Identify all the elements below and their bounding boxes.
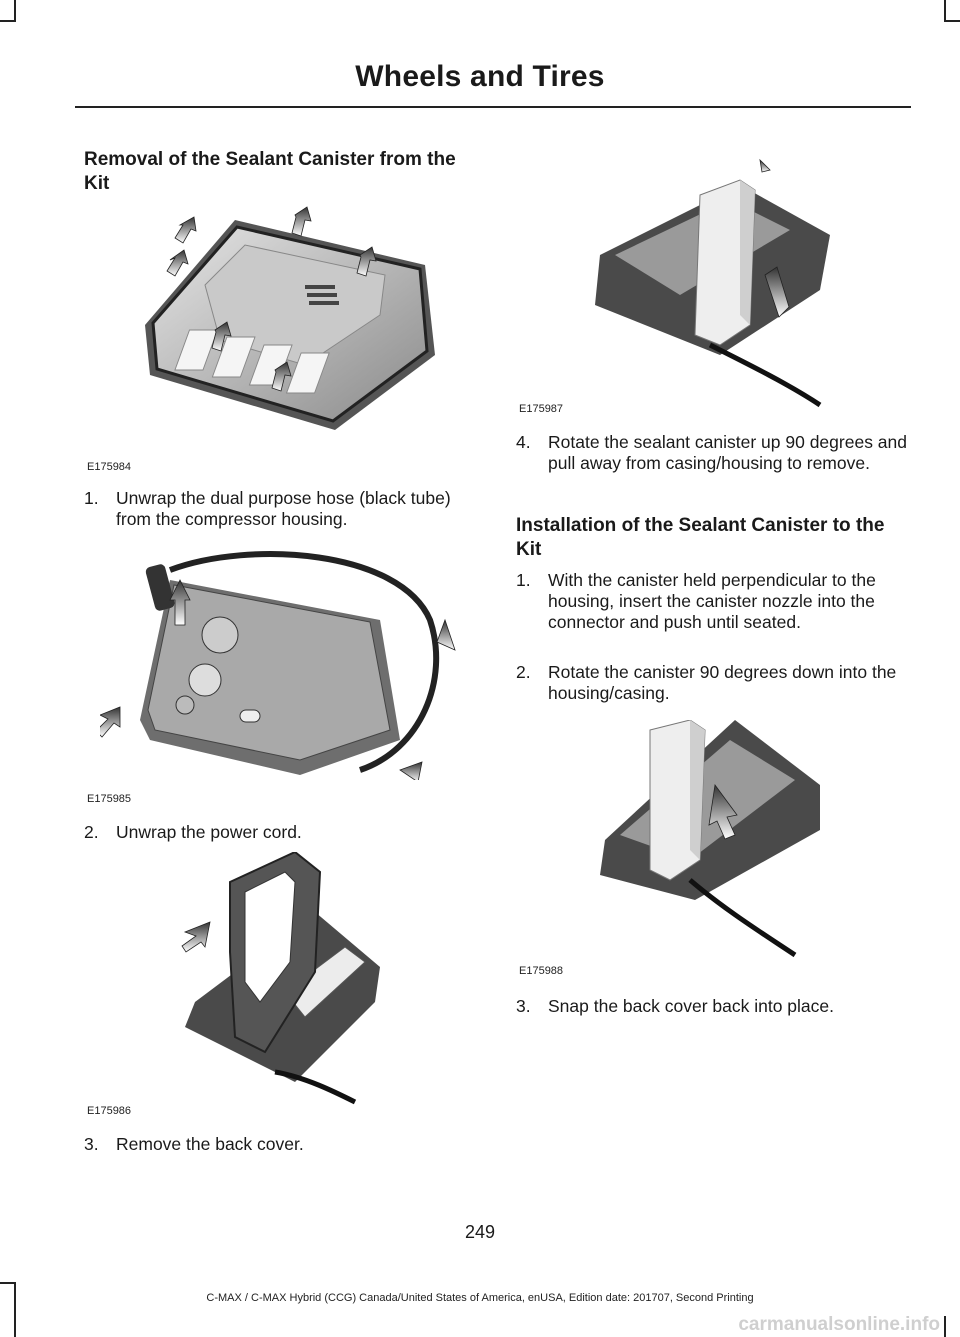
- crop-mark-top-left-h: [0, 20, 16, 22]
- step-number: 2.: [84, 822, 99, 842]
- installation-step-3: 3. Snap the back cover back into place.: [516, 996, 911, 1017]
- crop-mark-top-right-h: [944, 20, 960, 22]
- step-number: 3.: [84, 1134, 99, 1154]
- step-number: 4.: [516, 432, 531, 452]
- figure-canister-insert: [600, 720, 820, 958]
- figure-kit-cover: [145, 206, 435, 430]
- figure-id: E175988: [519, 965, 564, 977]
- watermark: carmanualsonline.info: [738, 1314, 940, 1335]
- figure-id: E175984: [87, 461, 132, 473]
- crop-mark-bottom-left-v: [14, 1282, 16, 1337]
- removal-step-3: 3. Remove the back cover.: [84, 1134, 484, 1155]
- header-divider: [75, 106, 911, 108]
- crop-mark-top-right-v: [944, 0, 946, 22]
- removal-step-4: 4. Rotate the sealant canister up 90 deg…: [516, 432, 911, 474]
- section-heading-removal: Removal of the Sealant Canister from the…: [84, 149, 456, 194]
- figure-canister-up: [595, 158, 830, 408]
- removal-step-2: 2. Unwrap the power cord.: [84, 822, 484, 843]
- step-number: 1.: [84, 488, 99, 508]
- step-text: Remove the back cover.: [116, 1134, 304, 1154]
- figure-id: E175985: [87, 793, 132, 805]
- page-number: 249: [464, 1222, 496, 1242]
- step-number: 2.: [516, 662, 531, 682]
- step-text: With the canister held perpendicular to …: [548, 570, 876, 632]
- section-heading-installation: Installation of the Sealant Canister to …: [516, 515, 885, 560]
- figure-id: E175986: [87, 1105, 132, 1117]
- crop-mark-top-left-v: [14, 0, 16, 22]
- installation-step-1: 1. With the canister held perpendicular …: [516, 570, 911, 633]
- step-number: 1.: [516, 570, 531, 590]
- figure-compressor-hose: [100, 551, 456, 780]
- page-title: Wheels and Tires: [355, 60, 605, 93]
- installation-step-2: 2. Rotate the canister 90 degrees down i…: [516, 662, 911, 704]
- figure-back-cover: [181, 852, 380, 1105]
- step-text: Snap the back cover back into place.: [548, 996, 835, 1016]
- figure-id: E175987: [519, 403, 564, 415]
- footer-edition-info: C-MAX / C-MAX Hybrid (CCG) Canada/United…: [206, 1292, 754, 1304]
- step-number: 3.: [516, 996, 531, 1016]
- crop-mark-bottom-left-h: [0, 1282, 16, 1284]
- step-text: Unwrap the dual purpose hose (black tube…: [116, 488, 451, 529]
- step-text: Rotate the canister 90 degrees down into…: [548, 662, 897, 703]
- step-text: Unwrap the power cord.: [116, 822, 302, 842]
- step-text: Rotate the sealant canister up 90 degree…: [548, 432, 907, 473]
- crop-mark-bottom-right-v: [944, 1316, 946, 1337]
- removal-step-1: 1. Unwrap the dual purpose hose (black t…: [84, 488, 484, 530]
